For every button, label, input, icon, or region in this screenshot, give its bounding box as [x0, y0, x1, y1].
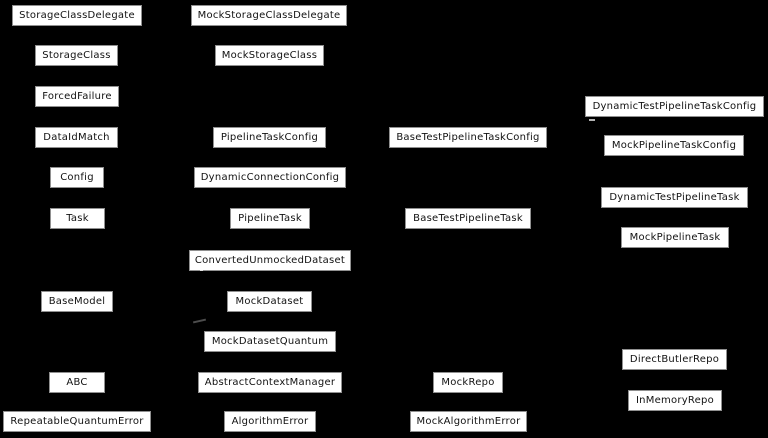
class-node-MockDatasetQuantum[interactable]: MockDatasetQuantum — [204, 331, 336, 352]
class-node-DynamicTestPipelineTask[interactable]: DynamicTestPipelineTask — [601, 187, 748, 208]
edge-artifact — [200, 266, 203, 271]
class-node-ConvertedUnmockedDataset[interactable]: ConvertedUnmockedDataset — [189, 250, 351, 271]
class-node-BaseTestPipelineTask[interactable]: BaseTestPipelineTask — [405, 208, 531, 229]
class-node-AbstractContextManager[interactable]: AbstractContextManager — [198, 372, 342, 393]
class-node-PipelineTask[interactable]: PipelineTask — [230, 208, 310, 229]
class-node-DynamicTestPipelineTaskConfig[interactable]: DynamicTestPipelineTaskConfig — [585, 96, 764, 117]
edge-artifact — [589, 119, 595, 121]
class-node-InMemoryRepo[interactable]: InMemoryRepo — [628, 390, 722, 411]
class-node-BaseTestPipelineTaskConfig[interactable]: BaseTestPipelineTaskConfig — [389, 127, 547, 148]
class-node-BaseModel[interactable]: BaseModel — [41, 291, 113, 312]
class-node-Config[interactable]: Config — [50, 167, 104, 188]
edge-artifact — [192, 318, 207, 324]
class-node-MockStorageClassDelegate[interactable]: MockStorageClassDelegate — [191, 5, 347, 26]
class-node-DirectButlerRepo[interactable]: DirectButlerRepo — [622, 349, 727, 370]
class-node-MockRepo[interactable]: MockRepo — [433, 372, 503, 393]
class-node-MockPipelineTaskConfig[interactable]: MockPipelineTaskConfig — [604, 135, 744, 156]
class-node-DataIdMatch[interactable]: DataIdMatch — [35, 127, 118, 148]
class-node-MockAlgorithmError[interactable]: MockAlgorithmError — [410, 411, 527, 432]
class-node-MockStorageClass[interactable]: MockStorageClass — [215, 45, 324, 66]
class-node-MockPipelineTask[interactable]: MockPipelineTask — [621, 227, 729, 248]
class-node-StorageClassDelegate[interactable]: StorageClassDelegate — [12, 5, 142, 26]
class-node-RepeatableQuantumError[interactable]: RepeatableQuantumError — [3, 411, 151, 432]
class-node-DynamicConnectionConfig[interactable]: DynamicConnectionConfig — [194, 167, 346, 188]
class-node-ABC[interactable]: ABC — [49, 372, 105, 393]
class-node-PipelineTaskConfig[interactable]: PipelineTaskConfig — [213, 127, 326, 148]
class-node-ForcedFailure[interactable]: ForcedFailure — [35, 86, 119, 107]
class-node-StorageClass[interactable]: StorageClass — [35, 45, 118, 66]
class-node-AlgorithmError[interactable]: AlgorithmError — [224, 411, 316, 432]
class-node-Task[interactable]: Task — [50, 208, 105, 229]
class-node-MockDataset[interactable]: MockDataset — [227, 291, 312, 312]
